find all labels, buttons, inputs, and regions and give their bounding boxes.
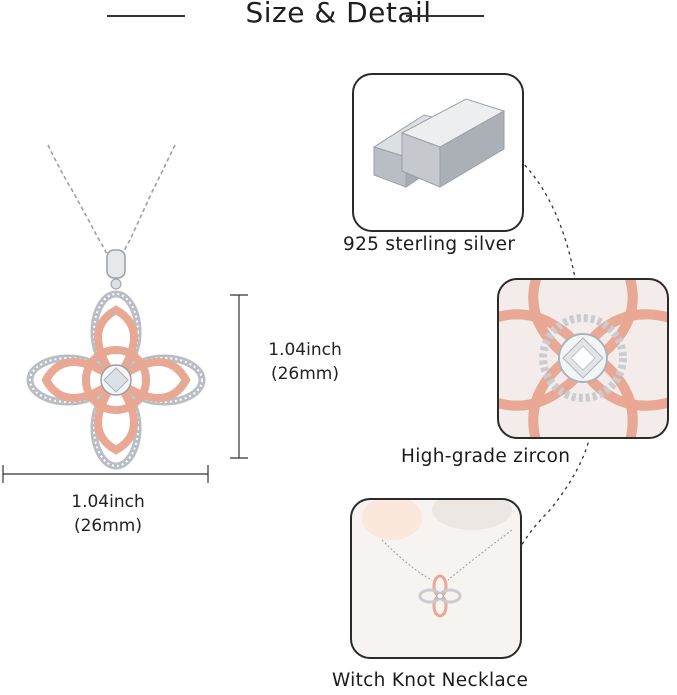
page-title: Size & Detail: [245, 0, 432, 29]
width-label: 1.04inch (26mm): [38, 490, 178, 538]
width-dimension-line: [2, 465, 209, 483]
center-gem-icon: [100, 364, 132, 396]
caption-necklace: Witch Knot Necklace: [332, 670, 529, 691]
header-divider-left: [107, 15, 185, 17]
height-metric: (26mm): [270, 364, 340, 384]
caption-zircon: High-grade zircon: [401, 446, 571, 467]
section-header: Size & Detail: [0, 0, 677, 34]
caption-silver: 925 sterling silver: [343, 234, 516, 255]
necklace-photo-image: [350, 498, 522, 659]
height-value: 1.04inch: [268, 340, 342, 360]
rose-gold-knot-icon: [41, 305, 191, 455]
height-label: 1.04inch (26mm): [250, 338, 360, 386]
pendant-image: [0, 130, 248, 483]
chain-icon: [47, 144, 176, 257]
width-metric: (26mm): [73, 516, 143, 536]
width-value: 1.04inch: [71, 492, 145, 512]
height-dimension-line: [230, 294, 248, 459]
header-divider-right: [406, 15, 484, 17]
bail-icon: [106, 249, 126, 290]
silver-bar-image: [352, 73, 524, 232]
zircon-closeup-image: [497, 278, 669, 439]
